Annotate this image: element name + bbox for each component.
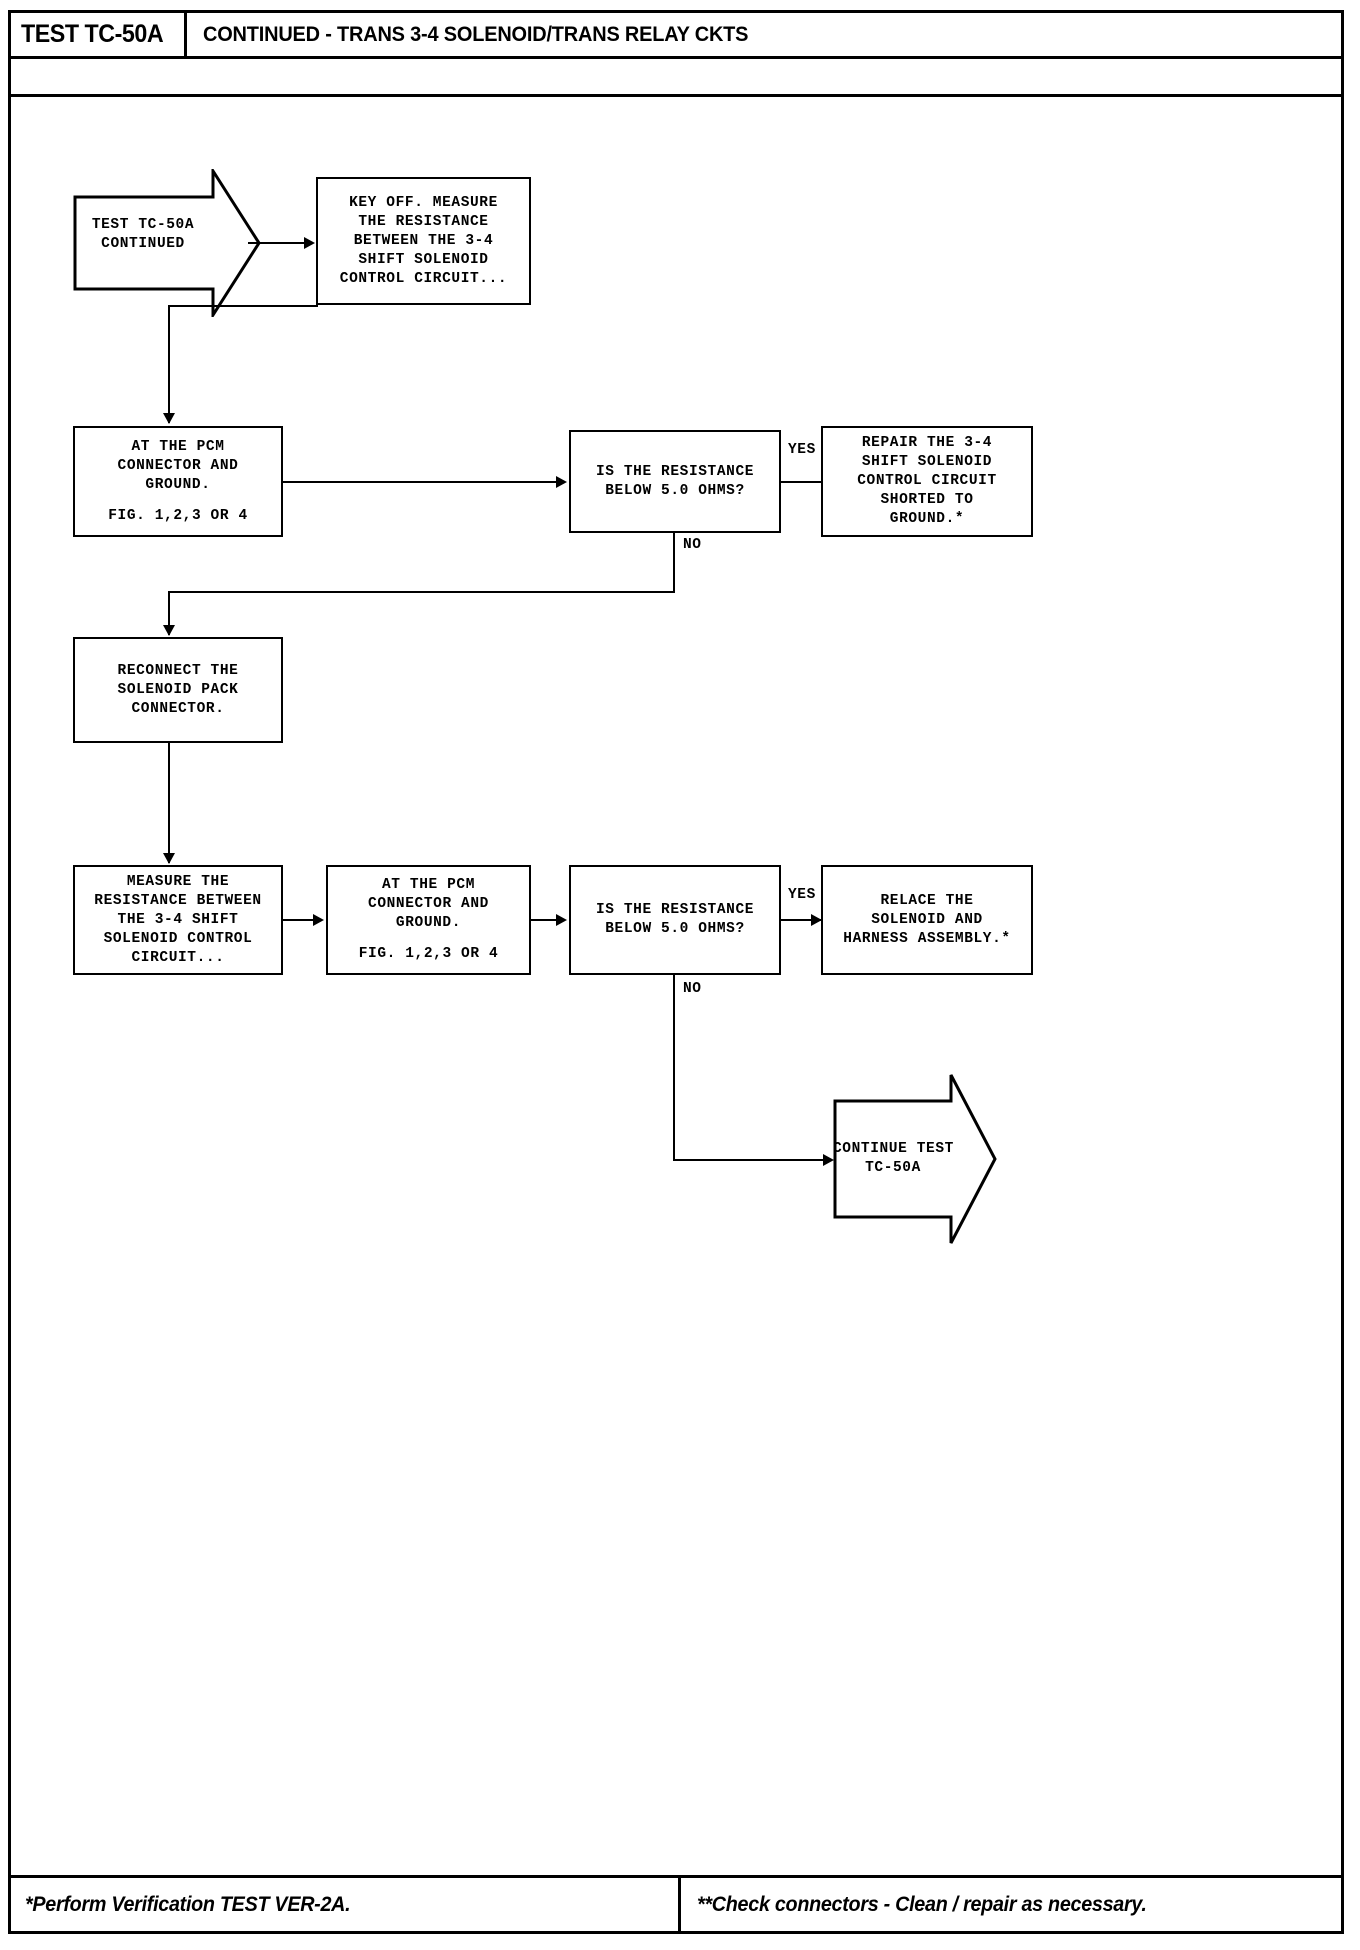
arrowhead-pcm1-to-decision1 bbox=[556, 476, 567, 488]
node-pcm1-figure: FIG. 1,2,3 OR 4 bbox=[108, 507, 248, 524]
node-key-off-measure: KEY OFF. MEASURE THE RESISTANCE BETWEEN … bbox=[316, 177, 531, 305]
node-reconnect-solenoid-pack: RECONNECT THE SOLENOID PACK CONNECTOR. bbox=[73, 637, 283, 743]
edge-no2-to-continue bbox=[673, 1159, 831, 1161]
edge-reconnect-down bbox=[168, 743, 170, 863]
start-terminator-shape bbox=[73, 169, 261, 317]
arrowhead-no1-to-reconnect bbox=[163, 625, 175, 636]
edge-decision1-no-left bbox=[168, 591, 675, 593]
node-decision-resistance-2: IS THE RESISTANCE BELOW 5.0 OHMS? bbox=[569, 865, 781, 975]
edge-start-to-keyoff bbox=[248, 242, 306, 244]
start-terminator-label: TEST TC-50A CONTINUED bbox=[91, 217, 195, 252]
node-replace-solenoid-harness: RELACE THE SOLENOID AND HARNESS ASSEMBLY… bbox=[821, 865, 1033, 975]
edge-keyoff-left bbox=[168, 305, 318, 307]
edge-decision2-no-down bbox=[673, 975, 675, 1161]
edge-pcm1-to-decision1 bbox=[283, 481, 558, 483]
node-decision2-text: IS THE RESISTANCE BELOW 5.0 OHMS? bbox=[595, 902, 755, 937]
footer-note-left-cell: *Perform Verification TEST VER-2A. bbox=[11, 1878, 682, 1931]
page-header: TEST TC-50A CONTINUED - TRANS 3-4 SOLENO… bbox=[11, 13, 1341, 59]
page-title: CONTINUED - TRANS 3-4 SOLENOID/TRANS REL… bbox=[202, 22, 749, 46]
edge-label-yes-2: YES bbox=[788, 887, 816, 903]
header-spacer-band bbox=[11, 59, 1341, 97]
node-repair-shorted-to-ground: REPAIR THE 3-4 SHIFT SOLENOID CONTROL CI… bbox=[821, 426, 1033, 537]
arrowhead-pcm2-to-decision2 bbox=[556, 914, 567, 926]
edge-decision2-yes bbox=[781, 919, 821, 921]
end-terminator-label: CONTINUE TEST TC-50A bbox=[833, 1141, 954, 1176]
test-id-label: TEST TC-50A bbox=[21, 20, 164, 48]
node-at-pcm-connector-ground-2: AT THE PCM CONNECTOR AND GROUND. FIG. 1,… bbox=[326, 865, 531, 975]
footer-note-left: *Perform Verification TEST VER-2A. bbox=[25, 1892, 351, 1916]
edge-decision1-no-to-reconnect bbox=[168, 591, 170, 635]
arrowhead-no2-to-continue bbox=[823, 1154, 834, 1166]
arrowhead-start-to-keyoff bbox=[304, 237, 315, 249]
node-reconnect-text: RECONNECT THE SOLENOID PACK CONNECTOR. bbox=[117, 662, 239, 717]
edge-label-no-2: NO bbox=[683, 981, 702, 997]
node-decision1-text: IS THE RESISTANCE BELOW 5.0 OHMS? bbox=[595, 463, 755, 499]
edge-decision1-no-down bbox=[673, 533, 675, 593]
edge-pcm2-to-decision2 bbox=[531, 919, 559, 921]
page-footer: *Perform Verification TEST VER-2A. **Che… bbox=[11, 1875, 1341, 1931]
arrowhead-decision2-yes bbox=[811, 914, 822, 926]
test-id-badge: TEST TC-50A bbox=[11, 13, 187, 56]
node-decision-resistance-1: IS THE RESISTANCE BELOW 5.0 OHMS? bbox=[569, 430, 781, 533]
edge-label-yes-1: YES bbox=[788, 442, 816, 458]
edge-measure2-to-pcm2 bbox=[283, 919, 315, 921]
footer-note-right: **Check connectors - Clean / repair as n… bbox=[697, 1892, 1147, 1916]
edge-decision1-yes bbox=[781, 481, 821, 483]
footer-note-right-cell: **Check connectors - Clean / repair as n… bbox=[681, 1878, 1341, 1931]
node-pcm2-text: AT THE PCM CONNECTOR AND GROUND. bbox=[368, 877, 489, 931]
edge-keyoff-down bbox=[168, 305, 170, 423]
edge-label-no-1: NO bbox=[683, 537, 702, 553]
node-repair-text: REPAIR THE 3-4 SHIFT SOLENOID CONTROL CI… bbox=[857, 435, 997, 527]
arrowhead-measure2-to-pcm2 bbox=[313, 914, 324, 926]
node-replace-text: RELACE THE SOLENOID AND HARNESS ASSEMBLY… bbox=[843, 892, 1011, 947]
node-pcm2-figure: FIG. 1,2,3 OR 4 bbox=[358, 946, 499, 962]
end-terminator-shape bbox=[833, 1074, 997, 1244]
node-key-off-measure-text: KEY OFF. MEASURE THE RESISTANCE BETWEEN … bbox=[339, 194, 508, 287]
page-frame: TEST TC-50A CONTINUED - TRANS 3-4 SOLENO… bbox=[8, 10, 1344, 1934]
node-at-pcm-connector-ground-1: AT THE PCM CONNECTOR AND GROUND. FIG. 1,… bbox=[73, 426, 283, 537]
node-measure-resistance-2: MEASURE THE RESISTANCE BETWEEN THE 3-4 S… bbox=[73, 865, 283, 975]
header-title-cell: CONTINUED - TRANS 3-4 SOLENOID/TRANS REL… bbox=[187, 13, 777, 56]
node-pcm1-text: AT THE PCM CONNECTOR AND GROUND. bbox=[117, 438, 239, 493]
arrowhead-reconnect-to-measure2 bbox=[163, 853, 175, 864]
arrowhead-keyoff-to-pcm1 bbox=[163, 413, 175, 424]
node-measure2-text: MEASURE THE RESISTANCE BETWEEN THE 3-4 S… bbox=[94, 873, 262, 966]
flowchart-canvas: TEST TC-50A CONTINUED KEY OFF. MEASURE T… bbox=[11, 97, 1341, 1855]
